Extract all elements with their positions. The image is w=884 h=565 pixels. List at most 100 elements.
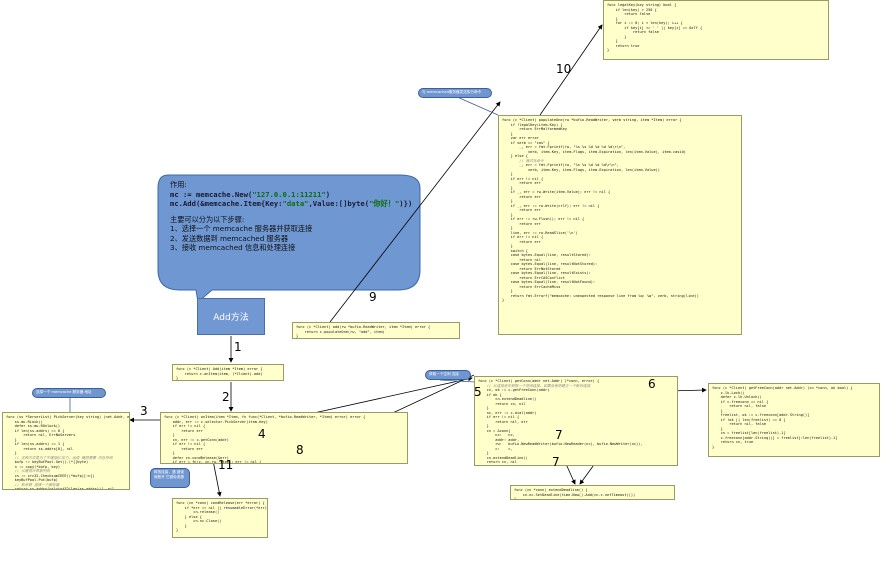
code-line: defer cn.condRelease(&err): [164, 455, 229, 460]
code-line: ss.mu.RLock(): [6, 419, 43, 424]
code-line: }: [296, 334, 299, 338]
usage-bubble-text: 作用: mc := memcache.New("127.0.0.1:11211"…: [170, 180, 415, 270]
step-number-5: 5: [474, 385, 482, 399]
code-line: }: [164, 451, 175, 455]
code-line: defer ss.mu.RUnlock(): [6, 424, 61, 428]
code-line: }: [502, 244, 513, 248]
usage-code-line-1: mc := memcache.New("127.0.0.1:11211"): [170, 189, 331, 199]
add-method-box: Add方法: [197, 298, 265, 335]
code-line: }: [502, 212, 513, 217]
code-line: return err: [164, 428, 203, 433]
code-line: keyBufPool.Put(bufp): [6, 478, 58, 482]
code-line: }: [607, 39, 618, 43]
code-line: line, err := rw.ReadSlice('\n'): [502, 230, 578, 235]
code-box-add: func (c *Client) Add(item *Item) error {…: [172, 364, 284, 381]
tip-select-server: 选择一个 memcache 服务器 地址: [32, 388, 106, 398]
usage-code-line-2: mc.Add(&memcache.Item{Key:"data",Value:[…: [170, 199, 413, 208]
code-line: cn.extendDeadline(): [478, 397, 537, 401]
step-number-11: 11: [218, 458, 234, 472]
code-box-on-item: func (c *Client) onItem(item *Item, fn f…: [160, 412, 408, 464]
code-line: } else {: [502, 154, 528, 158]
code-box-legal-key: func legalKey(key string) bool { if len(…: [603, 0, 829, 60]
steps-title: 主要可以分为以下步骤:: [170, 214, 245, 224]
code-line: c.freeconn[addr.String()] = freelist[:le…: [712, 435, 838, 440]
tip-populate: 与 memcached服务器发送执行命令: [418, 88, 492, 98]
code-line: }: [6, 437, 17, 442]
code-line: return fmt.Errorf("memcache: unexpected …: [502, 293, 699, 298]
code-line: return cn, nil: [478, 401, 526, 406]
code-line: cn, ok := c.getFreeConn(addr): [478, 388, 550, 392]
code-line: }: [712, 444, 715, 449]
code-line: cn, err := c.getConn(addr): [164, 437, 229, 442]
code-line: // 这种方式是为了不增加GC压力，出值 键值需要 内存空间: [6, 455, 113, 460]
code-line: }: [607, 34, 627, 39]
code-line: }: [502, 289, 513, 293]
code-line: _, err = fmt.Fprintf(rw, "%s %s %d %d %d…: [502, 145, 626, 149]
code-line: func (cn *conn) condRelease(err *error) …: [176, 501, 265, 505]
code-line: func (cn *conn) extendDeadline() {: [514, 488, 588, 492]
code-box-extend-deadline: func (cn *conn) extendDeadline() { cn.nc…: [510, 485, 675, 500]
code-line: }: [712, 408, 723, 413]
code-line: return ss.addrs[0], nil: [6, 446, 74, 451]
code-line: return err: [502, 194, 541, 199]
code-line: if err != nil {: [478, 415, 520, 419]
code-line: case bytes.Equal(line, resultStored):: [502, 253, 591, 257]
code-line: } else {: [176, 514, 202, 519]
code-line: cn.extendDeadline(): [478, 455, 528, 460]
step-number-6: 6: [648, 377, 656, 391]
code-line: }: [478, 424, 489, 428]
code-line: if key[i] <= ' ' || key[i] == 0x7f {: [607, 25, 703, 30]
code-line: addr, err := c.selector.PickServer(item.…: [164, 419, 268, 424]
tip-release: 释放连接，遇 错误就断开 它避免泄漏: [150, 468, 190, 488]
code-line: return nil, false: [712, 422, 767, 426]
code-line: // 格式化命令: [502, 158, 544, 163]
code-line: func (c *Client) getFreeConn(addr net.Ad…: [712, 386, 853, 390]
code-line: return false: [607, 30, 659, 34]
code-line: return nil: [502, 257, 541, 262]
code-line: _, err = fmt.Fprintf(rw, "%s %s %d %d %d…: [502, 163, 619, 167]
code-line: }: [514, 497, 517, 500]
code-line: }: [478, 451, 489, 455]
code-line: cn.nc.Close(): [176, 519, 222, 523]
code-line: var err error: [502, 136, 539, 140]
code-line: if verb == "cas" {: [502, 140, 550, 145]
code-line: nc: nc,: [478, 433, 515, 437]
code-line: rw: bufio.NewReadWriter(bufio.NewReader(…: [478, 442, 643, 446]
code-line: if !ok || len(freelist) == 0 {: [712, 417, 786, 422]
code-line: }: [176, 523, 187, 528]
code-line: if err != nil {: [164, 424, 206, 428]
code-line: return cn, nil: [478, 460, 517, 464]
usage-bubble: [157, 174, 421, 303]
code-line: func (ss *ServerList) PickServer(key str…: [6, 415, 130, 419]
code-line: cn = freelist[len(freelist)-1]: [712, 431, 786, 435]
code-line: if err = fn(c, cn.rw, item); err != nil …: [164, 460, 262, 464]
code-line: if len(ss.addrs) == 1 {: [6, 442, 65, 446]
code-line: if err != nil {: [164, 442, 206, 446]
code-line: // 从键值计算散列值: [6, 469, 50, 473]
code-line: }: [164, 433, 175, 437]
code-line: }: [6, 451, 17, 455]
code-line: }: [607, 16, 618, 21]
code-line: return c.populateOne(rw, "add", item): [296, 329, 385, 334]
usage-title: 作用:: [170, 180, 187, 189]
code-line: cs := crc32.ChecksumIEEE((*bufp)[:n]): [6, 473, 95, 478]
code-line: nc, err := c.dial(addr): [478, 410, 537, 415]
code-line: return ErrCASConflict: [502, 275, 565, 280]
code-line: }: [502, 172, 513, 176]
code-line: if _, err := rw.Write(crlf); err != nil …: [502, 203, 600, 208]
step-number-1: 1: [234, 340, 242, 354]
step-number-2: 2: [222, 390, 230, 404]
code-line: defer c.lk.Unlock(): [712, 395, 762, 399]
code-line: }: [176, 376, 179, 380]
step-number-8: 8: [296, 443, 304, 457]
tip-get-conn: 获取一个空闲 连接: [425, 370, 471, 380]
code-line: return err: [502, 221, 541, 226]
code-line: return err: [502, 208, 541, 212]
code-line: return nil, err: [478, 419, 528, 424]
step-2: 2、发送数据到 memcached 服务器: [170, 233, 289, 243]
code-line: }: [502, 199, 513, 203]
code-line: return nil, false: [712, 404, 767, 408]
code-line: }: [607, 48, 610, 52]
code-line: for i := 0; i < len(key); i++ {: [607, 21, 683, 25]
code-line: case bytes.Equal(line, resultNotStored):: [502, 262, 598, 266]
